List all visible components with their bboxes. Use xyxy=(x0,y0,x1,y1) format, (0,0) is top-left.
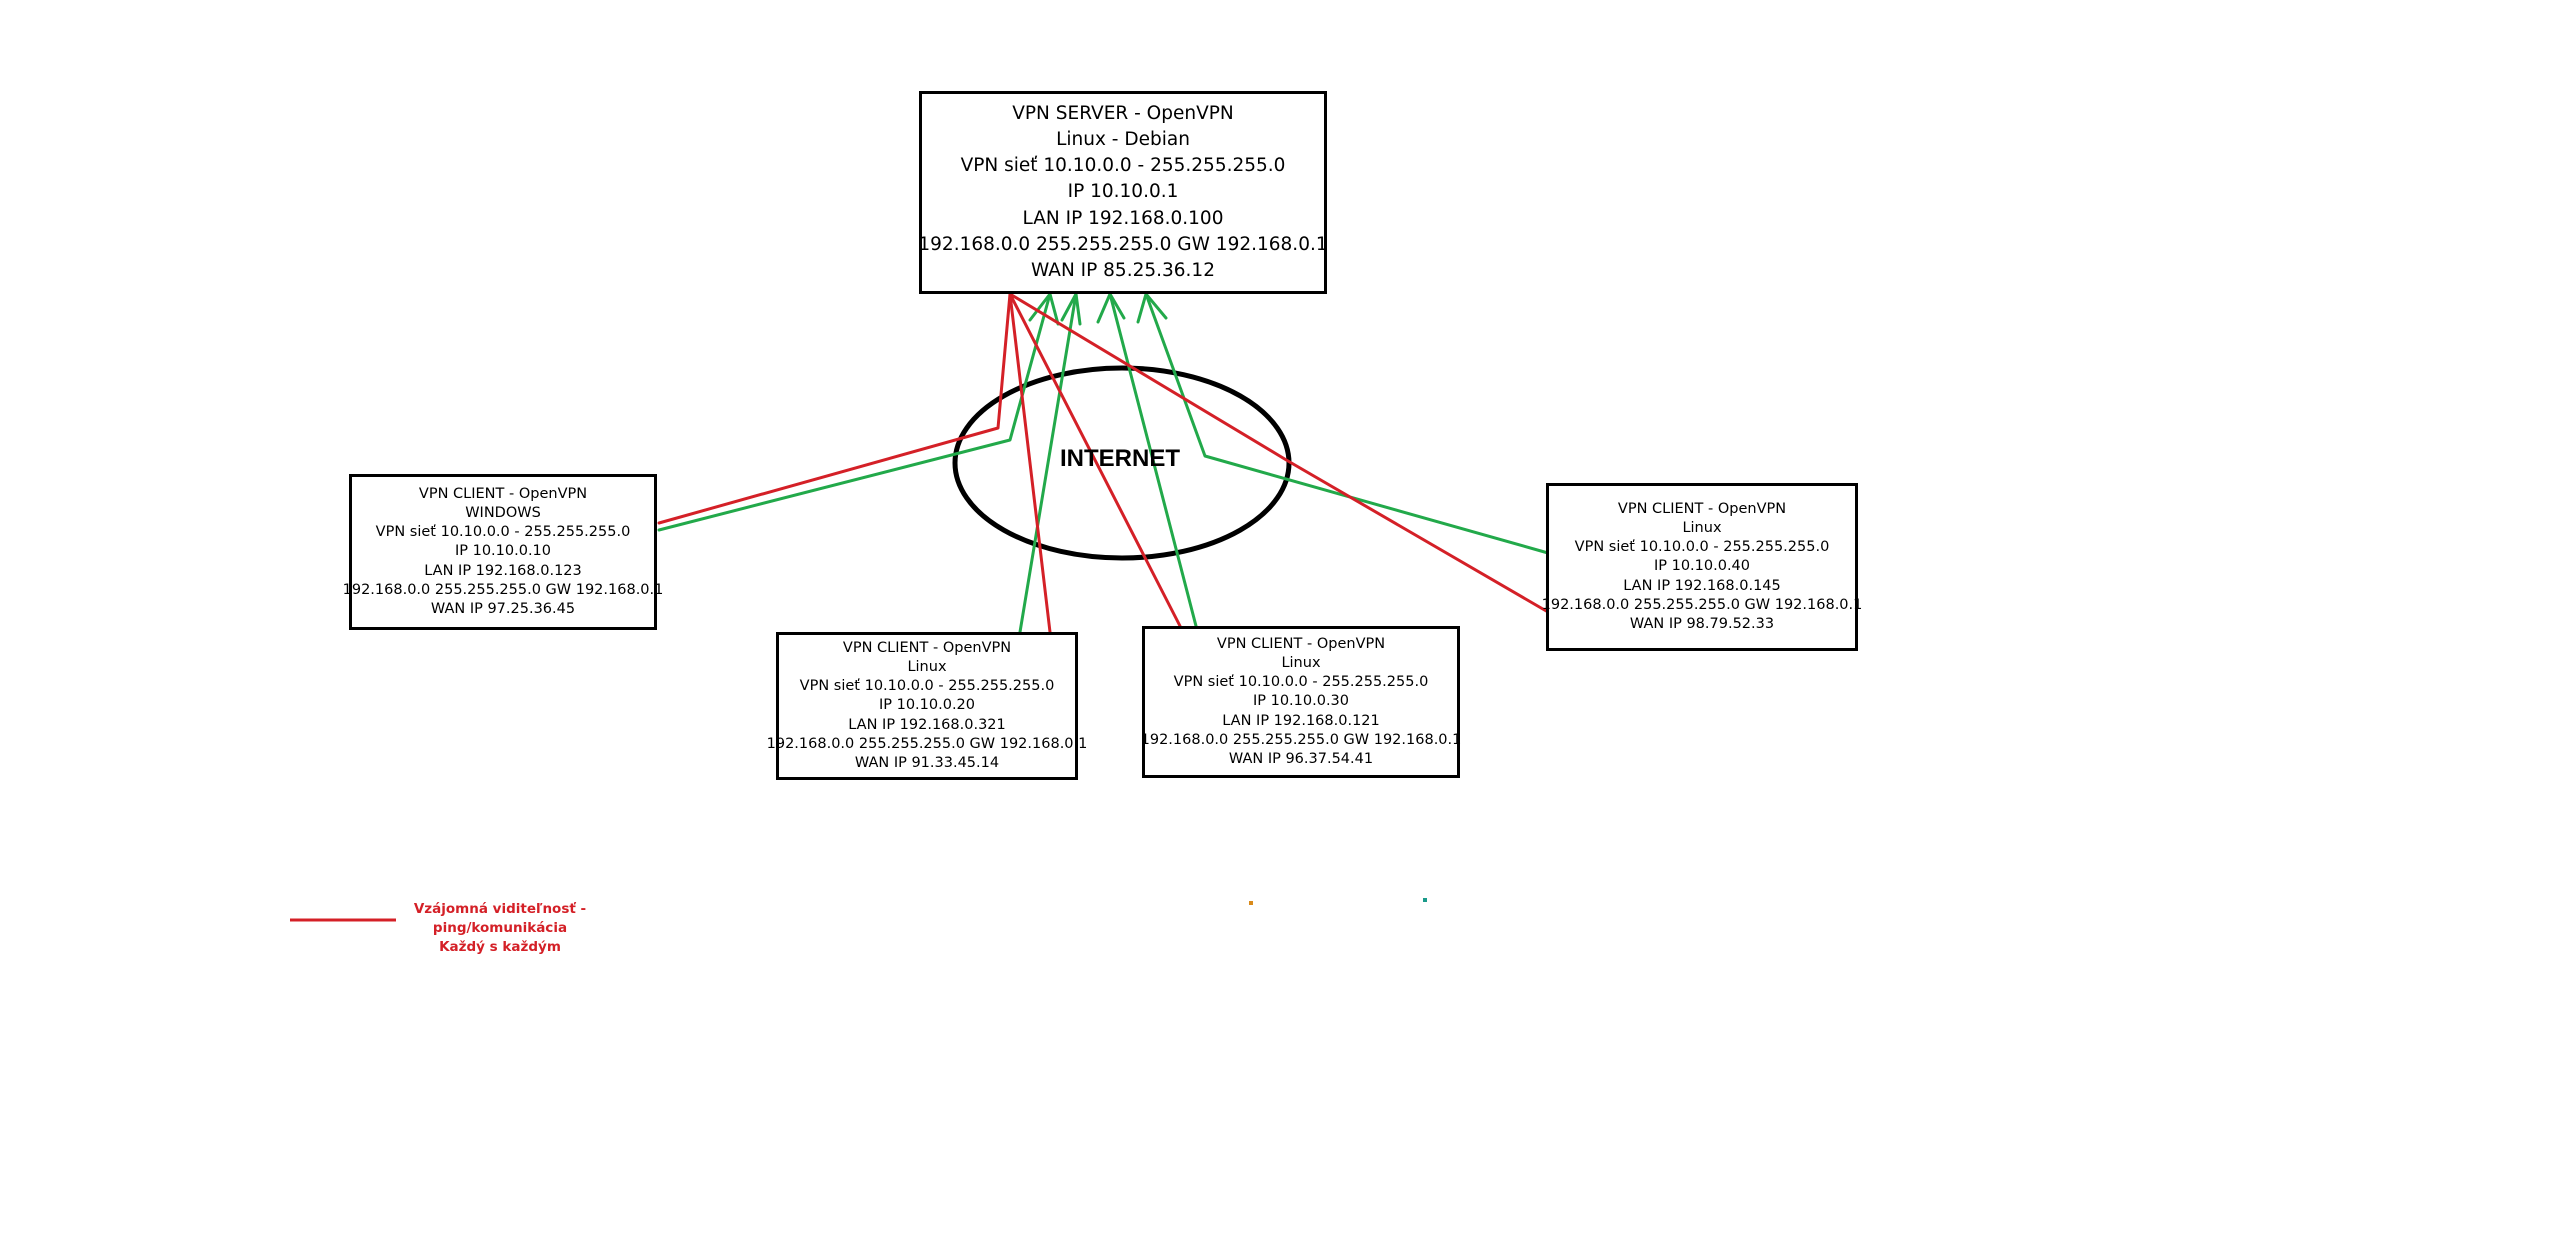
legend-line-3: Každý s každým xyxy=(439,939,561,955)
client-lan-route: 192.168.0.0 255.255.255.0 GW 192.168.0.1 xyxy=(1541,596,1863,613)
client-lan-ip: LAN IP 192.168.0.145 xyxy=(1623,577,1781,594)
vpn-client-linux-30-box: VPN CLIENT - OpenVPN Linux VPN sieť 10.1… xyxy=(1140,626,1462,778)
client-lan-route: 192.168.0.0 255.255.255.0 GW 192.168.0.1 xyxy=(342,581,664,598)
client-title: VPN CLIENT - OpenVPN xyxy=(842,639,1012,656)
client-wan-ip: WAN IP 96.37.54.41 xyxy=(1228,751,1374,767)
client-wan-ip: WAN IP 98.79.52.33 xyxy=(1629,616,1775,632)
server-ip: IP 10.10.0.1 xyxy=(1067,181,1179,203)
client-os: Linux xyxy=(1682,519,1722,536)
red-link-windows xyxy=(657,292,1012,525)
green-arrowhead-3 xyxy=(1096,292,1126,324)
client-vpn-network: VPN sieť 10.10.0.0 - 255.255.255.0 xyxy=(375,524,631,541)
client-vpn-network: VPN sieť 10.10.0.0 - 255.255.255.0 xyxy=(1574,539,1830,556)
server-wan-ip: WAN IP 85.25.36.12 xyxy=(1031,260,1215,281)
internet-label: INTERNET xyxy=(1060,445,1180,472)
client-title: VPN CLIENT - OpenVPN xyxy=(1216,635,1386,652)
vpn-client-linux-40-box: VPN CLIENT - OpenVPN Linux VPN sieť 10.1… xyxy=(1542,483,1862,651)
server-title: VPN SERVER - OpenVPN xyxy=(1012,102,1234,124)
red-link-linux-40 xyxy=(1008,292,1550,614)
red-links xyxy=(657,292,1550,634)
client-lan-ip: LAN IP 192.168.0.321 xyxy=(848,716,1006,733)
green-link-linux-40 xyxy=(1144,292,1550,555)
client-vpn-network: VPN sieť 10.10.0.0 - 255.255.255.0 xyxy=(1173,674,1429,691)
client-title: VPN CLIENT - OpenVPN xyxy=(1617,500,1787,517)
client-lan-ip: LAN IP 192.168.0.121 xyxy=(1222,712,1380,729)
red-link-linux-20 xyxy=(1008,292,1052,634)
client-vpn-network: VPN sieť 10.10.0.0 - 255.255.255.0 xyxy=(799,678,1055,695)
client-lan-ip: LAN IP 192.168.0.123 xyxy=(424,562,582,579)
stray-dot-orange xyxy=(1249,901,1253,905)
green-arrowhead-4 xyxy=(1136,292,1168,324)
client-os: WINDOWS xyxy=(465,504,541,521)
client-wan-ip: WAN IP 91.33.45.14 xyxy=(854,755,1000,771)
client-ip: IP 10.10.0.10 xyxy=(454,543,552,560)
stray-dot-teal xyxy=(1423,898,1427,902)
client-ip: IP 10.10.0.20 xyxy=(878,697,976,714)
client-title: VPN CLIENT - OpenVPN xyxy=(418,485,588,502)
server-lan-ip: LAN IP 192.168.0.100 xyxy=(1022,207,1224,229)
green-link-linux-20 xyxy=(1018,292,1078,634)
client-os: Linux xyxy=(1281,654,1321,671)
vpn-client-windows-box: VPN CLIENT - OpenVPN WINDOWS VPN sieť 10… xyxy=(343,474,663,630)
vpn-server-box: VPN SERVER - OpenVPN Linux - Debian VPN … xyxy=(918,91,1328,294)
legend-text: Vzájomná viditeľnosť - ping/komunikácia … xyxy=(400,900,600,957)
vpn-client-linux-20-box: VPN CLIENT - OpenVPN Linux VPN sieť 10.1… xyxy=(767,632,1087,780)
server-os: Linux - Debian xyxy=(1056,128,1190,150)
client-ip: IP 10.10.0.30 xyxy=(1252,693,1350,710)
client-os: Linux xyxy=(907,658,947,675)
client-lan-route: 192.168.0.0 255.255.255.0 GW 192.168.0.1 xyxy=(1140,731,1462,748)
green-link-linux-30 xyxy=(1108,292,1198,628)
green-arrowhead-2 xyxy=(1060,292,1082,326)
legend-line-2: ping/komunikácia xyxy=(432,920,568,936)
green-link-windows xyxy=(657,292,1052,532)
red-link-linux-30 xyxy=(1008,292,1182,628)
client-wan-ip: WAN IP 97.25.36.45 xyxy=(430,601,576,617)
legend-line-1: Vzájomná viditeľnosť - xyxy=(413,901,587,917)
green-links xyxy=(657,292,1550,634)
server-vpn-network: VPN sieť 10.10.0.0 - 255.255.255.0 xyxy=(960,155,1286,177)
server-lan-route: 192.168.0.0 255.255.255.0 GW 192.168.0.1 xyxy=(918,233,1328,255)
client-lan-route: 192.168.0.0 255.255.255.0 GW 192.168.0.1 xyxy=(766,735,1088,752)
client-ip: IP 10.10.0.40 xyxy=(1653,558,1751,575)
